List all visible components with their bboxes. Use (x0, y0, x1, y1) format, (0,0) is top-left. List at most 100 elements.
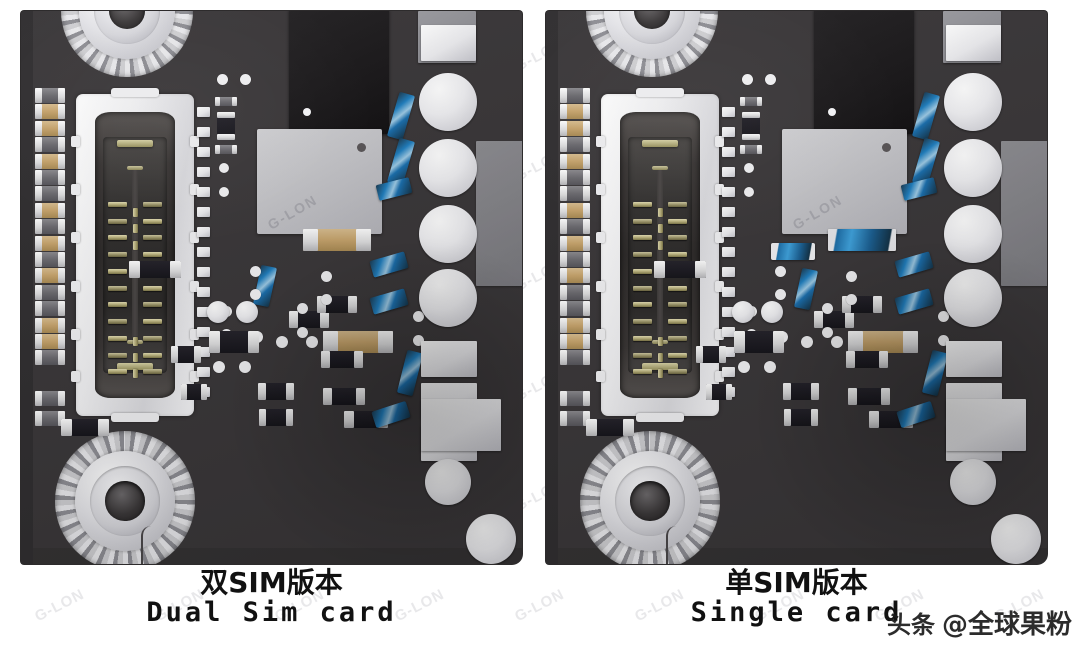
connector-pin (108, 335, 128, 341)
chip-component-left-column (35, 334, 65, 349)
connector-pin (142, 285, 162, 291)
component-endcap (35, 170, 42, 185)
connector-pin (633, 302, 653, 308)
caption-dual-sim: 双SIM版本 Dual Sim card (21, 568, 522, 628)
bga-solder-ball (419, 205, 477, 263)
via-pad (775, 289, 786, 300)
connector-top-tab (636, 88, 684, 97)
connector-side-pad (197, 187, 210, 197)
chip-resistor-black (61, 419, 109, 436)
connector-side-pad (197, 147, 210, 157)
via-pad (219, 163, 229, 173)
component-endcap (783, 383, 791, 400)
board-edge-margin (21, 11, 33, 564)
component-endcap (35, 268, 42, 284)
component-endcap (842, 296, 851, 313)
chip-resistor-black (209, 331, 259, 353)
component-endcap (194, 346, 201, 363)
connector-center-pin (132, 224, 138, 234)
connector-side-pad (197, 327, 210, 337)
component-endcap (560, 301, 567, 317)
chip-component-left-column (35, 202, 65, 218)
chip-resistor-black (696, 346, 726, 363)
component-endcap (286, 383, 294, 400)
blue-capacitor-large (828, 229, 896, 251)
component-endcap (215, 145, 220, 154)
blue-capacitor (894, 288, 934, 315)
connector-side-pad (197, 367, 210, 377)
component-endcap (560, 202, 567, 218)
chip-component-left-column (560, 186, 590, 202)
blue-capacitor (794, 267, 818, 311)
component-endcap (355, 388, 365, 405)
blue-capacitor (894, 251, 934, 278)
blue-capacitor (896, 400, 936, 429)
connector-center-pin (657, 208, 663, 218)
component-endcap (35, 284, 42, 300)
chip-resistor-black (654, 261, 706, 278)
connector-pin (142, 201, 162, 207)
chip-component-left-column (35, 350, 65, 366)
component-endcap (303, 229, 318, 251)
chip-component-left-column (35, 137, 65, 153)
via-pad (744, 187, 754, 197)
chip-component-left-column (35, 391, 65, 406)
connector-pin (667, 352, 687, 358)
component-endcap (583, 411, 590, 426)
component-endcap (583, 202, 590, 218)
via-pad (738, 361, 750, 373)
bottom-pad-rect (946, 399, 1026, 451)
bottom-pad-rect (421, 399, 501, 451)
connector-gold-lip (117, 140, 153, 148)
component-endcap (58, 219, 65, 235)
sim-card-connector (71, 88, 199, 422)
component-endcap (35, 317, 42, 333)
connector-side-pad (722, 327, 735, 337)
component-endcap (583, 219, 590, 235)
connector-side-pad (722, 287, 735, 297)
connector-pin (142, 235, 162, 241)
edge-pad-rect (946, 25, 1001, 61)
chip-component-left-column (560, 137, 590, 153)
chip-component-left-column (35, 186, 65, 202)
component-endcap (878, 351, 888, 368)
connector-cavity (94, 111, 176, 399)
chip-component-left-column (35, 88, 65, 103)
component-endcap (35, 350, 42, 366)
connector-latch-tab (190, 135, 199, 147)
chip-resistor (740, 97, 762, 106)
component-endcap (171, 346, 178, 363)
screw-grommet-top (61, 11, 193, 77)
via-pad (413, 335, 424, 346)
connector-side-pad (197, 107, 210, 117)
via-pad (822, 327, 833, 338)
component-endcap (348, 296, 357, 313)
connector-pin (633, 252, 653, 258)
component-endcap (583, 137, 590, 153)
connector-side-pad (722, 227, 735, 237)
via-pad (321, 271, 332, 282)
component-endcap (259, 409, 267, 426)
connector-center-pin (657, 224, 663, 234)
chip-component-left-column (35, 301, 65, 317)
via-pad (306, 336, 318, 348)
ic-pin1-marker (357, 143, 366, 152)
chip-component-left-column (560, 120, 590, 136)
edge-pad-rect (421, 25, 476, 61)
caption-single-sim-cn: 单SIM版本 (725, 566, 868, 599)
component-endcap (848, 388, 858, 405)
via-pad (744, 163, 754, 173)
connector-latch-tab (715, 184, 724, 196)
bottom-solder-ball (425, 459, 471, 505)
component-endcap (58, 88, 65, 103)
chip-resistor-vertical (217, 112, 235, 140)
shield-can-right (476, 141, 522, 286)
component-endcap (734, 331, 745, 353)
connector-bottom-tab (111, 413, 159, 422)
component-endcap (35, 153, 42, 169)
component-endcap (773, 331, 784, 353)
component-endcap (35, 235, 42, 251)
bga-solder-ball (944, 73, 1002, 131)
sim-card-connector (596, 88, 724, 422)
site-watermark: 头条 @全球果粉 (887, 604, 1072, 641)
